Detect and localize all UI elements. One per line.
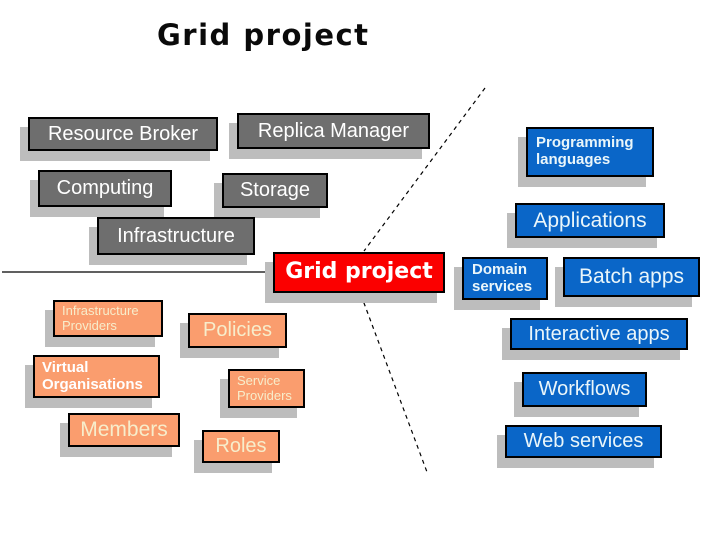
box-storage: Storage xyxy=(222,173,328,208)
box-batch-apps: Batch apps xyxy=(563,257,700,297)
box-interactive-apps: Interactive apps xyxy=(510,318,688,350)
box-domain-services: Domain services xyxy=(462,257,548,300)
diagonal-dashed-line-top xyxy=(363,87,486,252)
box-service-providers: Service Providers xyxy=(228,369,305,408)
box-roles: Roles xyxy=(202,430,280,463)
box-virtual-organisations: Virtual Organisations xyxy=(33,355,160,398)
box-policies: Policies xyxy=(188,313,287,348)
box-computing: Computing xyxy=(38,170,172,207)
box-infrastructure-providers: Infrastructure Providers xyxy=(53,300,163,337)
box-applications: Applications xyxy=(515,203,665,238)
box-infrastructure: Infrastructure xyxy=(97,217,255,255)
box-web-services: Web services xyxy=(505,425,662,458)
box-grid-project: Grid project xyxy=(273,252,445,293)
page-title: Grid project xyxy=(157,18,370,52)
box-replica-manager: Replica Manager xyxy=(237,113,430,149)
box-workflows: Workflows xyxy=(522,372,647,407)
box-resource-broker: Resource Broker xyxy=(28,117,218,151)
box-members: Members xyxy=(68,413,180,447)
diagonal-dashed-line-bottom xyxy=(360,294,428,473)
box-programming-languages: Programming languages xyxy=(526,127,654,177)
